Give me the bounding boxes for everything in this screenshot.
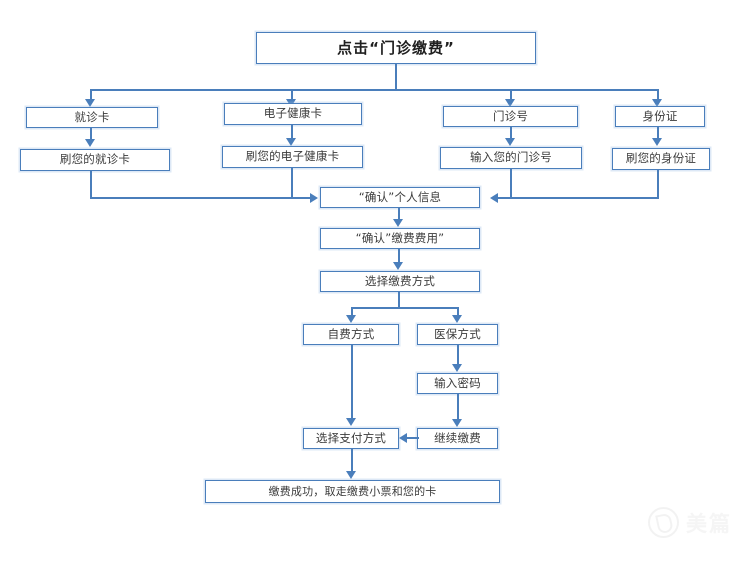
node-choose-pay-method[interactable]: 选择缴费方式	[320, 271, 480, 292]
connector-drop-idcard	[657, 89, 659, 101]
connector-ehealth-down	[291, 168, 293, 199]
connector-insurance-to-password	[457, 345, 459, 366]
arrow-card-into-confirm	[310, 193, 318, 203]
arrow-down-idcard	[652, 99, 662, 107]
arrow-fee-to-method	[393, 262, 403, 270]
arrow-selfpay-to-choose-payment	[346, 418, 356, 426]
arrow-down-insurance	[452, 315, 462, 323]
connector-title-stem	[395, 64, 397, 90]
node-method-ehealth-card[interactable]: 电子健康卡	[224, 103, 362, 125]
connector-ehealth-to-action	[291, 125, 293, 140]
connector-confirm-info-to-fee	[398, 208, 400, 221]
connector-drop-selfpay	[351, 307, 353, 317]
arrow-idcard-to-action	[652, 138, 662, 146]
connector-selfpay-to-choose-payment	[351, 345, 353, 420]
meipian-logo-icon	[648, 507, 679, 538]
connector-idcard-down	[657, 170, 659, 199]
node-payment-success: 缴费成功，取走缴费小票和您的卡	[205, 480, 500, 503]
arrow-down-visitno	[505, 99, 515, 107]
node-action-swipe-card[interactable]: 刷您的就诊卡	[20, 149, 170, 171]
node-method-visit-number[interactable]: 门诊号	[443, 106, 578, 127]
watermark-text: 美篇	[686, 511, 732, 536]
arrow-confirm-info-to-fee	[393, 219, 403, 227]
node-method-id-card[interactable]: 身份证	[615, 106, 705, 127]
watermark: 美篇	[648, 507, 732, 538]
connector-fee-to-method	[398, 249, 400, 264]
arrow-ehealth-to-action	[286, 138, 296, 146]
connector-distribution-bar	[91, 89, 658, 91]
node-action-swipe-ehealth-card[interactable]: 刷您的电子健康卡	[222, 146, 363, 168]
arrow-right-branch-into-confirm	[490, 193, 498, 203]
connector-method-split-stem	[398, 292, 400, 308]
connector-ehealth-right	[291, 197, 312, 199]
arrow-card-to-action	[85, 139, 95, 147]
connector-choose-payment-to-result	[351, 449, 353, 473]
connector-drop-ehealth	[291, 89, 293, 101]
arrow-visitno-to-action	[505, 138, 515, 146]
connector-visitno-down	[510, 169, 512, 199]
connector-visitno-to-action	[510, 127, 512, 140]
connector-drop-card	[90, 89, 92, 101]
connector-continue-to-choose-payment	[407, 437, 419, 439]
node-self-pay[interactable]: 自费方式	[303, 324, 399, 345]
arrow-continue-to-choose-payment	[399, 433, 407, 443]
connector-idcard-to-action	[657, 127, 659, 140]
node-enter-password[interactable]: 输入密码	[417, 373, 498, 394]
arrow-choose-payment-to-result	[346, 471, 356, 479]
node-action-enter-visit-number[interactable]: 输入您的门诊号	[440, 147, 582, 169]
arrow-down-selfpay	[346, 315, 356, 323]
node-confirm-fee[interactable]: “确认”缴费费用”	[320, 228, 480, 249]
connector-drop-insurance	[457, 307, 459, 317]
arrow-password-to-continue	[452, 419, 462, 427]
connector-card-to-action	[90, 128, 92, 141]
connector-password-to-continue	[457, 394, 459, 421]
node-insurance-pay[interactable]: 医保方式	[417, 324, 498, 345]
arrow-insurance-to-password	[452, 364, 462, 372]
node-method-card[interactable]: 就诊卡	[26, 107, 158, 128]
arrow-down-card	[85, 99, 95, 107]
connector-card-down	[90, 171, 92, 199]
node-action-swipe-id-card[interactable]: 刷您的身份证	[612, 148, 710, 170]
connector-drop-visitno	[510, 89, 512, 101]
connector-method-split-bar	[351, 307, 458, 309]
node-click-outpatient-payment[interactable]: 点击“门诊缴费”	[256, 32, 536, 64]
node-confirm-personal-info[interactable]: “确认”个人信息	[320, 187, 480, 208]
connector-idcard-left	[498, 197, 659, 199]
node-continue-pay[interactable]: 继续缴费	[417, 428, 498, 449]
node-choose-payment-method[interactable]: 选择支付方式	[303, 428, 399, 449]
connector-card-right	[90, 197, 312, 199]
